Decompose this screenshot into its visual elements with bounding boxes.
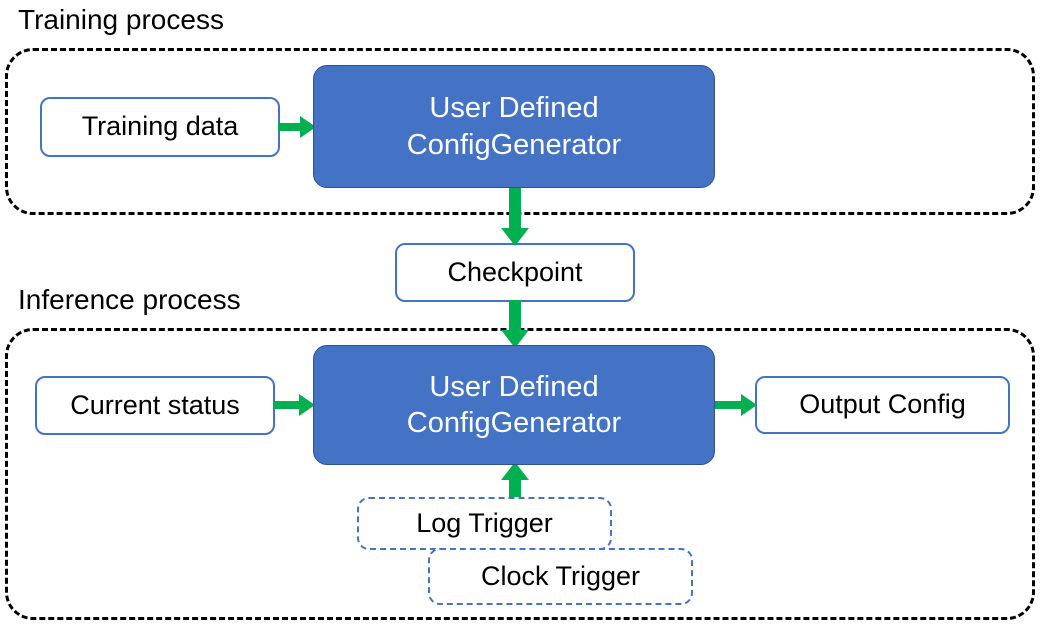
arrow-trigger-to-process-icon: [501, 462, 529, 502]
training-config-generator-line2: ConfigGenerator: [406, 128, 622, 161]
training-config-generator-node[interactable]: User Defined ConfigGenerator: [313, 65, 715, 188]
inference-config-generator-line1: User Defined: [429, 370, 599, 403]
inference-config-generator-line2: ConfigGenerator: [406, 407, 622, 439]
inference-config-generator-node[interactable]: User Defined ConfigGenerator: [313, 345, 715, 465]
arrow-process-to-output-config-icon: [713, 394, 757, 416]
output-config-node[interactable]: Output Config: [755, 376, 1010, 434]
inference-process-label: Inference process: [18, 284, 241, 315]
arrow-training-data-to-process-icon: [278, 116, 316, 138]
arrow-process-to-checkpoint-icon: [501, 186, 529, 246]
arrow-checkpoint-to-process-icon: [501, 300, 529, 348]
log-trigger-node[interactable]: Log Trigger: [357, 497, 612, 550]
training-data-node[interactable]: Training data: [40, 97, 280, 157]
clock-trigger-node[interactable]: Clock Trigger: [428, 548, 693, 605]
checkpoint-node[interactable]: Checkpoint: [395, 243, 635, 302]
training-process-label: Training process: [18, 4, 224, 35]
training-config-generator-line1: User Defined: [429, 92, 599, 125]
arrow-current-status-to-process-icon: [273, 394, 315, 416]
current-status-node[interactable]: Current status: [35, 376, 275, 435]
